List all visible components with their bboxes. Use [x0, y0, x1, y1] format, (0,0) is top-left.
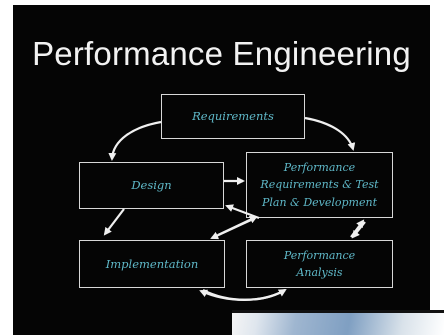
- perf-req-line-3: Plan & Development: [261, 195, 377, 209]
- design-label: Design: [131, 178, 172, 192]
- perf-req-line-2: Requirements & Test: [260, 178, 379, 192]
- arrow-requirements-to-perf-req: [304, 116, 356, 151]
- diagram-arrows: [103, 116, 366, 301]
- slide: Performance Engineering Requirements Des…: [13, 5, 430, 335]
- perf-req-line-1: Performance: [283, 160, 356, 174]
- design-box: Design: [79, 162, 224, 209]
- slide-title: Performance Engineering: [32, 35, 411, 72]
- perf-analysis-line-1: Performance: [283, 248, 356, 262]
- arrow-perf-req-to-design: [225, 204, 260, 220]
- sky-photo: [232, 313, 444, 335]
- requirements-label: Requirements: [192, 109, 274, 123]
- performance-requirements-box: Performance Requirements & Test Plan & D…: [246, 152, 393, 218]
- arrow-analysis-to-implementation: [199, 289, 286, 301]
- arrow-design-to-implementation: [103, 208, 125, 236]
- arrow-implementation-to-perf-req: [217, 215, 258, 236]
- photo-edge: [232, 310, 444, 314]
- perf-analysis-line-2: Analysis: [296, 266, 343, 279]
- performance-analysis-box: Performance Analysis: [246, 240, 393, 288]
- implementation-box: Implementation: [79, 240, 225, 288]
- implementation-label: Implementation: [105, 256, 199, 271]
- arrow-analysis-to-perf-req: [350, 219, 365, 238]
- requirements-box: Requirements: [161, 94, 305, 139]
- performance-requirements-label: Performance Requirements & Test Plan & D…: [260, 159, 378, 212]
- arrow-perf-req-to-analysis: [351, 221, 366, 239]
- performance-analysis-label: Performance Analysis: [284, 247, 355, 282]
- arrow-requirements-to-design: [108, 120, 162, 161]
